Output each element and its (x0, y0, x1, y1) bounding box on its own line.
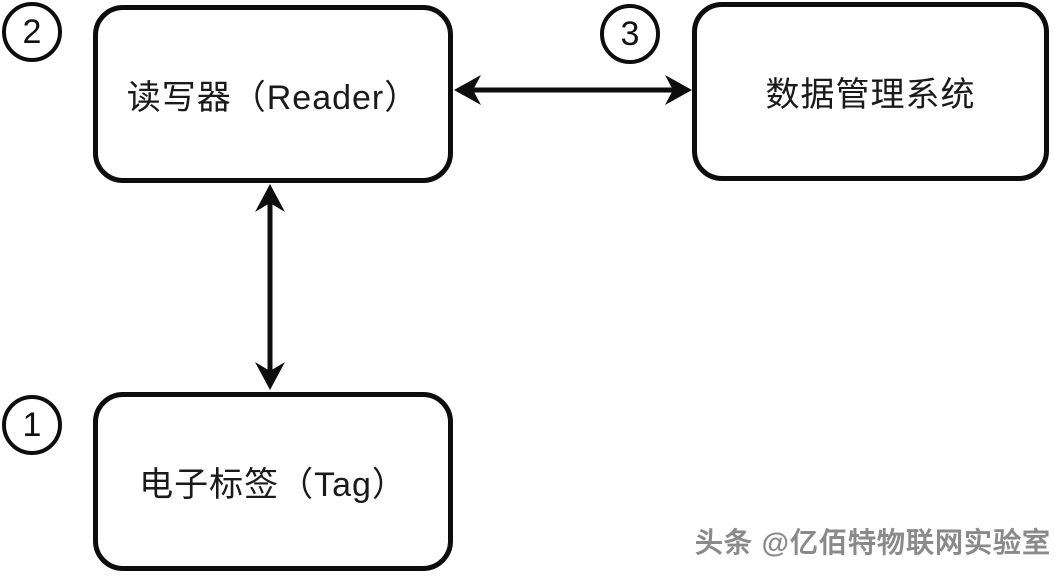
node-reader: 读写器（Reader） (93, 5, 453, 183)
badge-2: 2 (2, 2, 62, 62)
node-dms-label: 数据管理系统 (765, 76, 976, 114)
arrow-reader-dms (454, 75, 692, 105)
node-tag-label: 电子标签（Tag） (139, 466, 407, 504)
badge-3: 3 (600, 4, 660, 64)
arrow-tag-reader (255, 184, 285, 390)
badge-1: 1 (2, 395, 62, 455)
badge-2-number: 2 (22, 12, 42, 51)
badge-1-number: 1 (22, 405, 42, 444)
node-reader-label: 读写器（Reader） (126, 78, 420, 117)
badge-3-number: 3 (620, 14, 640, 53)
node-tag: 电子标签（Tag） (93, 392, 453, 571)
node-data-management-system: 数据管理系统 (692, 2, 1049, 181)
watermark-text: 头条 @亿佰特物联网实验室 (694, 527, 1051, 558)
